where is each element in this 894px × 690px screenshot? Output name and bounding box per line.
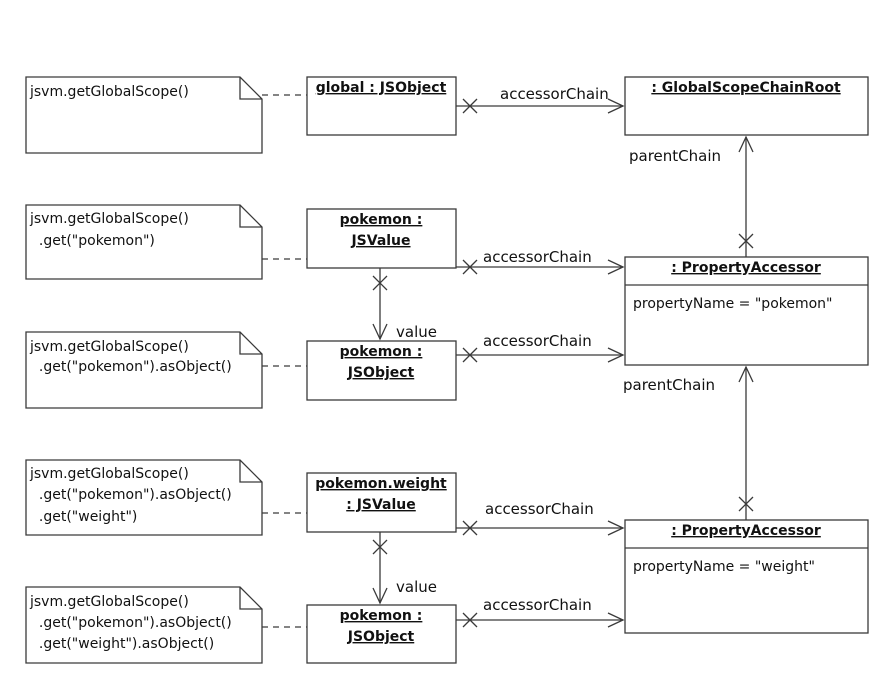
object-title: : JSValue bbox=[346, 497, 416, 513]
accessor-chain-connector: accessorChain bbox=[456, 332, 625, 363]
note-line: jsvm.getGlobalScope() bbox=[29, 594, 189, 610]
object-title: pokemon : bbox=[340, 212, 423, 228]
object-attribute: propertyName = "weight" bbox=[633, 559, 815, 575]
note-line: .get("pokemon").asObject() bbox=[30, 487, 232, 503]
object-title: pokemon : bbox=[340, 344, 423, 360]
note-line: .get("pokemon").asObject() bbox=[30, 359, 232, 375]
note-line: .get("weight").asObject() bbox=[30, 636, 214, 652]
value-connector: value bbox=[372, 532, 437, 605]
accessor-chain-connector: accessorChain bbox=[456, 248, 625, 275]
object-pokemon-jsobject: pokemon : JSObject bbox=[306, 340, 457, 401]
accessor-chain-label: accessorChain bbox=[483, 596, 592, 614]
object-title: : PropertyAccessor bbox=[671, 523, 821, 539]
note-line: jsvm.getGlobalScope() bbox=[29, 466, 189, 482]
value-label: value bbox=[396, 578, 437, 596]
note-line: .get("pokemon").asObject() bbox=[30, 615, 232, 631]
object-title: : PropertyAccessor bbox=[671, 260, 821, 276]
object-title: JSObject bbox=[347, 365, 415, 381]
object-attribute: propertyName = "pokemon" bbox=[633, 296, 833, 312]
note-get-weight: jsvm.getGlobalScope() .get("pokemon").as… bbox=[25, 459, 263, 536]
value-connector: value bbox=[372, 268, 437, 341]
parent-chain-connector: parentChain bbox=[629, 135, 754, 257]
note-line: jsvm.getGlobalScope() bbox=[29, 339, 189, 355]
object-pokemon-jsvalue: pokemon : JSValue bbox=[306, 208, 457, 269]
note-global-scope: jsvm.getGlobalScope() bbox=[25, 76, 263, 154]
parent-chain-label: parentChain bbox=[623, 376, 715, 394]
object-title: pokemon.weight bbox=[315, 476, 447, 492]
note-line: .get("pokemon") bbox=[30, 233, 155, 249]
accessor-chain-label: accessorChain bbox=[485, 500, 594, 518]
note-pokemon-as-object: jsvm.getGlobalScope() .get("pokemon").as… bbox=[25, 331, 263, 409]
object-title: JSObject bbox=[347, 629, 415, 645]
object-weight-jsobject: pokemon : JSObject bbox=[306, 604, 457, 664]
parent-chain-label: parentChain bbox=[629, 147, 721, 165]
accessor-chain-connector: accessorChain bbox=[456, 500, 625, 536]
property-accessor-weight: : PropertyAccessor propertyName = "weigh… bbox=[624, 519, 869, 634]
accessor-chain-connector: accessorChain bbox=[456, 85, 625, 114]
object-title: : GlobalScopeChainRoot bbox=[651, 80, 841, 96]
note-weight-as-object: jsvm.getGlobalScope() .get("pokemon").as… bbox=[25, 586, 263, 664]
object-pokemon-weight-jsvalue: pokemon.weight : JSValue bbox=[306, 472, 457, 533]
note-line: .get("weight") bbox=[30, 509, 137, 525]
note-get-pokemon: jsvm.getGlobalScope() .get("pokemon") bbox=[25, 204, 263, 280]
object-title: global : JSObject bbox=[316, 80, 447, 96]
parent-chain-connector: parentChain bbox=[623, 365, 754, 520]
property-accessor-pokemon: : PropertyAccessor propertyName = "pokem… bbox=[624, 256, 869, 366]
note-line: jsvm.getGlobalScope() bbox=[29, 84, 189, 100]
value-label: value bbox=[396, 323, 437, 341]
accessor-chain-label: accessorChain bbox=[500, 85, 609, 103]
accessor-chain-connector: accessorChain bbox=[456, 596, 625, 628]
object-title: pokemon : bbox=[340, 608, 423, 624]
object-title: JSValue bbox=[350, 233, 410, 249]
global-scope-chain-root: : GlobalScopeChainRoot bbox=[624, 76, 869, 136]
note-line: jsvm.getGlobalScope() bbox=[29, 211, 189, 227]
object-global-jsobject: global : JSObject bbox=[306, 76, 457, 136]
accessor-chain-label: accessorChain bbox=[483, 332, 592, 350]
accessor-chain-label: accessorChain bbox=[483, 248, 592, 266]
